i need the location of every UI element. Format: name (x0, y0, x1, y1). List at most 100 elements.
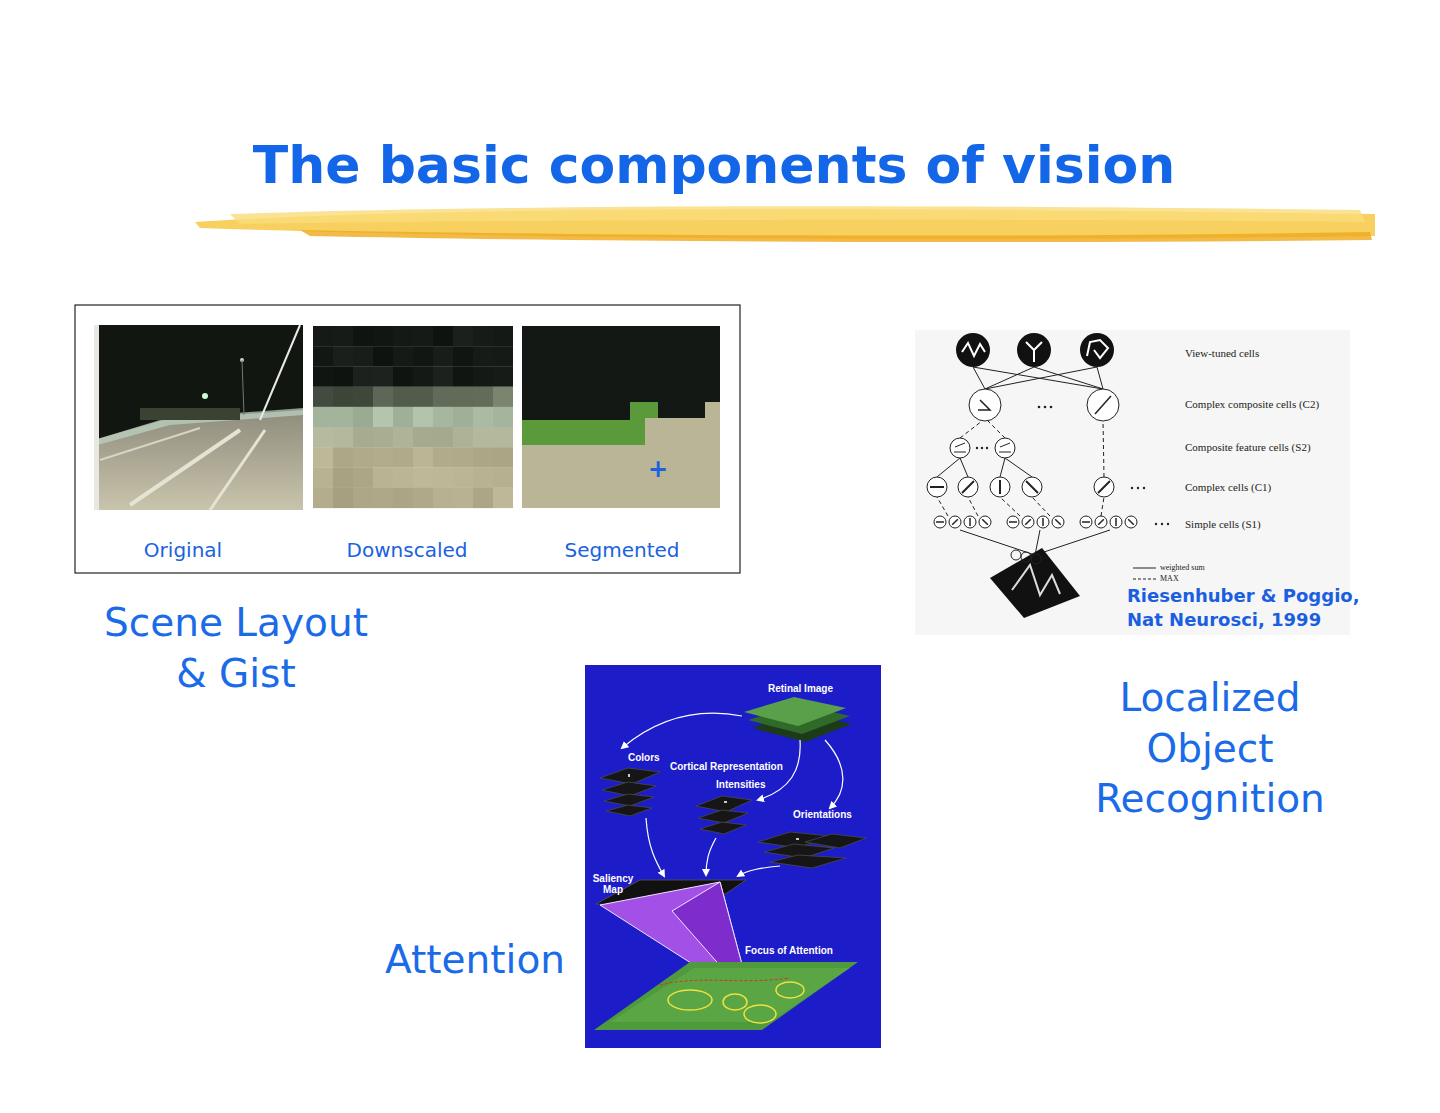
pixel-block (473, 387, 493, 408)
pixel-block (433, 346, 453, 367)
citation: Riesenhuber & Poggio, Nat Neurosci, 1999 (1127, 584, 1372, 633)
pixel-block (493, 467, 513, 488)
pixel-block (453, 346, 473, 367)
pixel-block (453, 366, 473, 387)
image-caption: Segmented (542, 538, 702, 562)
pixel-block (333, 488, 353, 509)
panel-frame (75, 305, 740, 573)
simple-cell (1022, 516, 1034, 528)
pixel-block (473, 488, 493, 509)
pixel-block (353, 407, 373, 428)
image-caption: Original (103, 538, 263, 562)
pixel-block (353, 387, 373, 408)
pixel-block (453, 427, 473, 448)
pixel-block (313, 447, 333, 468)
figure-label: Orientations (793, 809, 852, 821)
pixel-block (353, 326, 373, 347)
simple-cell (949, 516, 961, 528)
section-label: Localized Object Recognition (1070, 673, 1350, 825)
section-label: Scene Layout & Gist (86, 598, 386, 699)
legend-text: MAX (1160, 574, 1179, 584)
pixel-block (453, 326, 473, 347)
pixel-block (313, 326, 333, 347)
simple-cell (1080, 516, 1092, 528)
pixel-block (353, 467, 373, 488)
pixel-block (453, 387, 473, 408)
pixel-block (393, 326, 413, 347)
pixel-block (433, 447, 453, 468)
figure-label: Intensities (716, 779, 765, 791)
pixel-block (493, 488, 513, 509)
figure-label: Cortical Representation (670, 761, 783, 773)
pixel-block (353, 488, 373, 509)
legend-dashed-sample (1133, 579, 1156, 580)
pixel-block (373, 346, 393, 367)
pixel-block (333, 407, 353, 428)
figure-label: Colors (628, 752, 660, 764)
pixel-block (473, 366, 493, 387)
pixel-block (393, 447, 413, 468)
pixel-block (333, 427, 353, 448)
simple-cell (979, 516, 991, 528)
orientation-mark (1042, 518, 1044, 526)
simple-cell (1037, 516, 1049, 528)
segmented-image (522, 326, 720, 508)
pixel-block (373, 447, 393, 468)
pixel-block (373, 467, 393, 488)
downscaled-image (313, 326, 513, 508)
orientation-mark (1009, 521, 1017, 523)
pixel-block (413, 346, 433, 367)
layer-label: Complex composite cells (C2) (1185, 398, 1319, 411)
pixel-block (313, 407, 333, 428)
orientation-mark (1115, 518, 1117, 526)
figure-label: Saliency Map (588, 873, 638, 895)
figure-label: Retinal Image (768, 683, 833, 695)
pixel-block (413, 488, 433, 509)
pixel-block (493, 447, 513, 468)
pixel-block (313, 387, 333, 408)
pixel-block (473, 326, 493, 347)
figure-label: Focus of Attention (745, 945, 833, 957)
pixel-block (433, 326, 453, 347)
pixel-block (433, 427, 453, 448)
pixel-block (353, 427, 373, 448)
simple-cell (1052, 516, 1064, 528)
pixel-block (393, 366, 413, 387)
pixel-block (313, 427, 333, 448)
pixel-block (473, 407, 493, 428)
pixel-block (373, 407, 393, 428)
saliency-model-figure (585, 665, 881, 1048)
legend-solid-sample (1133, 568, 1156, 569)
orientation-mark (1055, 519, 1061, 525)
pixel-block (333, 387, 353, 408)
pixel-block (413, 366, 433, 387)
simple-cell (1125, 516, 1137, 528)
pixel-block (393, 467, 413, 488)
pixel-block (453, 467, 473, 488)
orientation-mark (1082, 521, 1090, 523)
pixel-block (493, 427, 513, 448)
orientation-mark (936, 521, 944, 523)
pixel-block (493, 346, 513, 367)
pixel-block (353, 346, 373, 367)
brush-underline (195, 206, 1375, 242)
slide-title: The basic components of vision (0, 134, 1434, 196)
pixel-block (373, 427, 393, 448)
pixel-block (393, 407, 413, 428)
pixel-block (433, 488, 453, 509)
orientation-mark (982, 519, 988, 525)
layer-label: Composite feature cells (S2) (1185, 441, 1311, 454)
pixel-block (333, 467, 353, 488)
pixel-block (413, 447, 433, 468)
orientation-mark (1128, 519, 1134, 525)
image-caption: Downscaled (327, 538, 487, 562)
pixel-block (333, 346, 353, 367)
pixel-block (433, 467, 453, 488)
simple-cell (1007, 516, 1019, 528)
pixel-block (413, 326, 433, 347)
pixel-block (313, 467, 333, 488)
layer-label: Complex cells (C1) (1185, 481, 1271, 494)
pixel-block (473, 346, 493, 367)
pixel-block (313, 366, 333, 387)
